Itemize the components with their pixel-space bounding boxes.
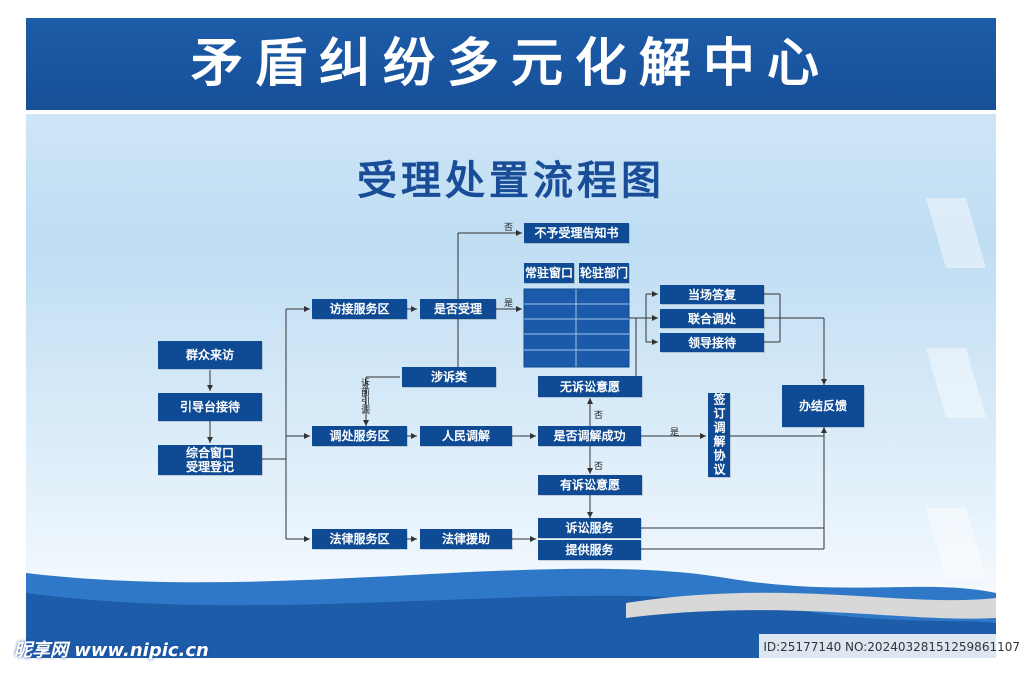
label-suqian-yindiao: 诉前引调: [359, 378, 369, 414]
node-falv-fuwuqu: 法律服务区: [312, 529, 407, 549]
node-renmin-tiaojie: 人民调解: [420, 426, 512, 446]
node-lunzhu-bumen: 轮驻部门: [579, 263, 629, 283]
node-qunzhong-laifang: 群众来访: [158, 341, 262, 369]
board: 矛盾纠纷多元化解中心 受理处置流程图: [26, 18, 996, 658]
window-table: [523, 288, 630, 368]
node-shesu-lei: 涉诉类: [402, 367, 496, 387]
watermark-right: ID:25177140 NO:20240328151259861107: [759, 634, 1024, 660]
node-lianhe-tiaochu: 联合调处: [660, 309, 764, 328]
node-wu-susong-yiyuan: 无诉讼意愿: [538, 376, 642, 397]
label-fou-wusu: 否: [594, 411, 604, 421]
label-fou-yousu: 否: [594, 462, 604, 472]
node-fangjie-fuwuqu: 访接服务区: [312, 299, 407, 319]
node-zonghe-chuangkou: 综合窗口 受理登记: [158, 445, 262, 475]
node-shifou-chenggong: 是否调解成功: [538, 426, 641, 446]
node-lingdao-jiedai: 领导接待: [660, 333, 764, 352]
node-changzhu-chuangkou: 常驻窗口: [524, 263, 574, 283]
node-shifou-shouli: 是否受理: [420, 299, 496, 319]
node-falv-yuanzhu: 法律援助: [420, 529, 512, 549]
node-dangchang-dafu: 当场答复: [660, 285, 764, 304]
header-banner: [26, 18, 996, 110]
watermark-left: 昵享网 www.nipic.cn: [14, 640, 209, 661]
label-fou-buyu: 否: [504, 223, 514, 233]
node-tiaochu-fuwuqu: 调处服务区: [312, 426, 407, 446]
page-title: 矛盾纠纷多元化解中心: [190, 34, 831, 94]
node-you-susong-yiyuan: 有诉讼意愿: [538, 475, 642, 495]
node-buyu-shouli: 不予受理告知书: [524, 223, 629, 243]
header-divider: [26, 110, 996, 114]
node-tigong-fuwu: 提供服务: [538, 540, 641, 560]
flowchart-title: 受理处置流程图: [357, 158, 665, 204]
node-susong-fuwu: 诉讼服务: [538, 518, 641, 538]
node-qianding-xieyi: 签订调解协议: [708, 393, 730, 477]
flowchart-connectors: [26, 198, 996, 658]
node-banjie-fankui: 办结反馈: [782, 385, 864, 427]
label-shi-xieyi: 是: [670, 428, 680, 438]
decorative-pattern: [926, 198, 986, 578]
label-shi-shouli: 是: [504, 299, 514, 309]
node-yindao-jiedai: 引导台接待: [158, 393, 262, 421]
